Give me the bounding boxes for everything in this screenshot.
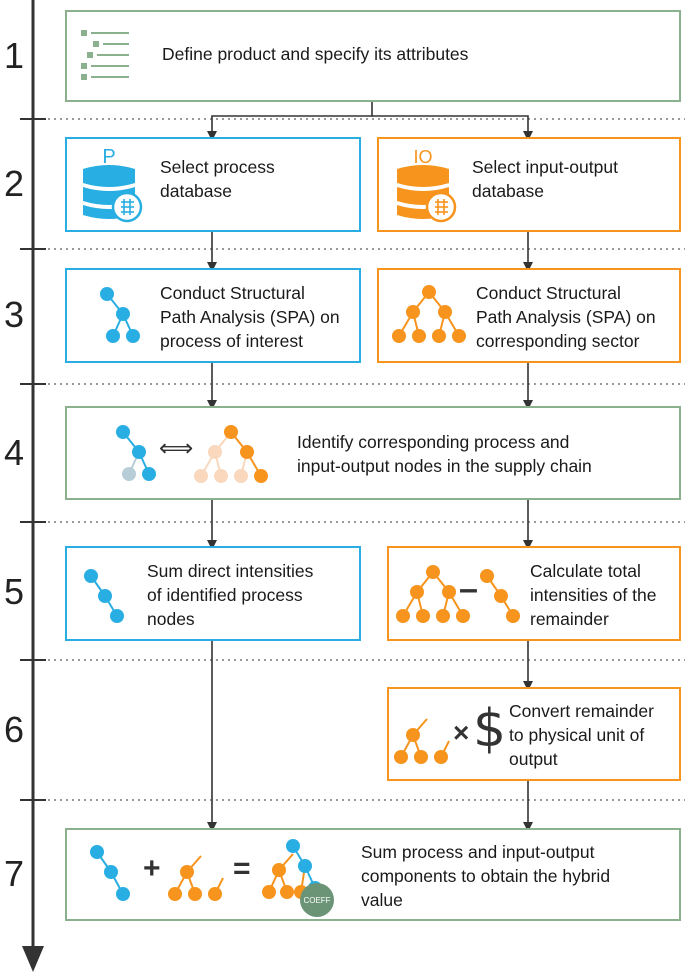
attribute-list-icon — [81, 30, 129, 80]
step4-text: Identify corresponding process and input… — [297, 432, 592, 476]
step5-right-text: Calculate total intensities of the remai… — [530, 561, 657, 629]
io-database-icon: IO — [397, 147, 457, 223]
flow-arrows — [207, 102, 533, 832]
currency-symbol: $ — [473, 699, 507, 759]
hybrid-io-remainder-icon — [168, 855, 224, 901]
step3-right-text: Conduct Structural Path Analysis (SPA) o… — [476, 283, 656, 351]
coeff-badge — [300, 883, 334, 917]
multiply-symbol: × — [453, 717, 470, 748]
step-separators — [20, 118, 685, 801]
step5-sum-direct-box: Sum direct intensities of identified pro… — [65, 546, 361, 641]
step2-process-database-box: P Select process database — [65, 137, 361, 232]
step3-left-text: Conduct Structural Path Analysis (SPA) o… — [160, 283, 340, 351]
hybrid-combined-tree-icon: COEFF — [262, 839, 334, 917]
step1-define-product-box: Define product and specify its attribute… — [65, 10, 681, 102]
timeline-arrowhead — [22, 946, 44, 972]
io-full-tree-icon — [396, 565, 470, 623]
process-tree-highlighted-icon — [116, 425, 156, 481]
step3-io-spa-box: Conduct Structural Path Analysis (SPA) o… — [377, 268, 681, 363]
step6-convert-unit-box: × $ Convert remainder to physical unit o… — [387, 687, 681, 781]
step1-text: Define product and specify its attribute… — [162, 44, 469, 64]
step-number-7: 7 — [3, 853, 25, 894]
io-database-letters: IO — [413, 147, 432, 167]
step2-left-text: Select process database — [160, 157, 275, 201]
process-path-tree-icon — [100, 287, 140, 343]
minus-symbol: – — [459, 570, 478, 608]
io-path-tree-icon — [392, 285, 466, 343]
step5-left-text: Sum direct intensities of identified pro… — [147, 561, 314, 629]
io-tree-highlighted-icon — [194, 425, 268, 483]
step7-text: Sum process and input-output components … — [361, 842, 611, 910]
step3-process-spa-box: Conduct Structural Path Analysis (SPA) o… — [65, 268, 361, 363]
step4-identify-nodes-box: ⟺ Identify corresponding process and inp… — [65, 406, 681, 500]
hybrid-process-path-icon — [90, 845, 130, 901]
io-direct-path-icon — [480, 569, 520, 623]
step2-right-text: Select input-output database — [472, 157, 618, 201]
timeline-axis — [22, 0, 44, 972]
step-number-1: 1 — [3, 35, 25, 76]
process-direct-path-icon — [84, 569, 124, 623]
step-number-2: 2 — [3, 163, 25, 204]
step-number-6: 6 — [3, 709, 25, 750]
step5-calculate-remainder-box: – Calculate total intensities of the rem… — [387, 546, 681, 641]
step-number-4: 4 — [3, 432, 25, 473]
process-database-icon: P — [83, 146, 143, 223]
step6-text: Convert remainder to physical unit of ou… — [509, 701, 654, 769]
step-number-3: 3 — [3, 294, 25, 335]
plus-symbol: + — [143, 852, 161, 885]
coeff-badge-text: COEFF — [303, 896, 330, 905]
correspondence-symbol: ⟺ — [159, 434, 194, 462]
process-database-letter: P — [102, 146, 115, 168]
step2-io-database-box: IO Select input-output database — [377, 137, 681, 232]
io-remainder-tree-icon — [394, 718, 450, 764]
step7-hybrid-value-box: + = COEFF Sum process and input-output c… — [65, 828, 681, 921]
equals-symbol: = — [233, 852, 251, 885]
step-number-5: 5 — [3, 571, 25, 612]
